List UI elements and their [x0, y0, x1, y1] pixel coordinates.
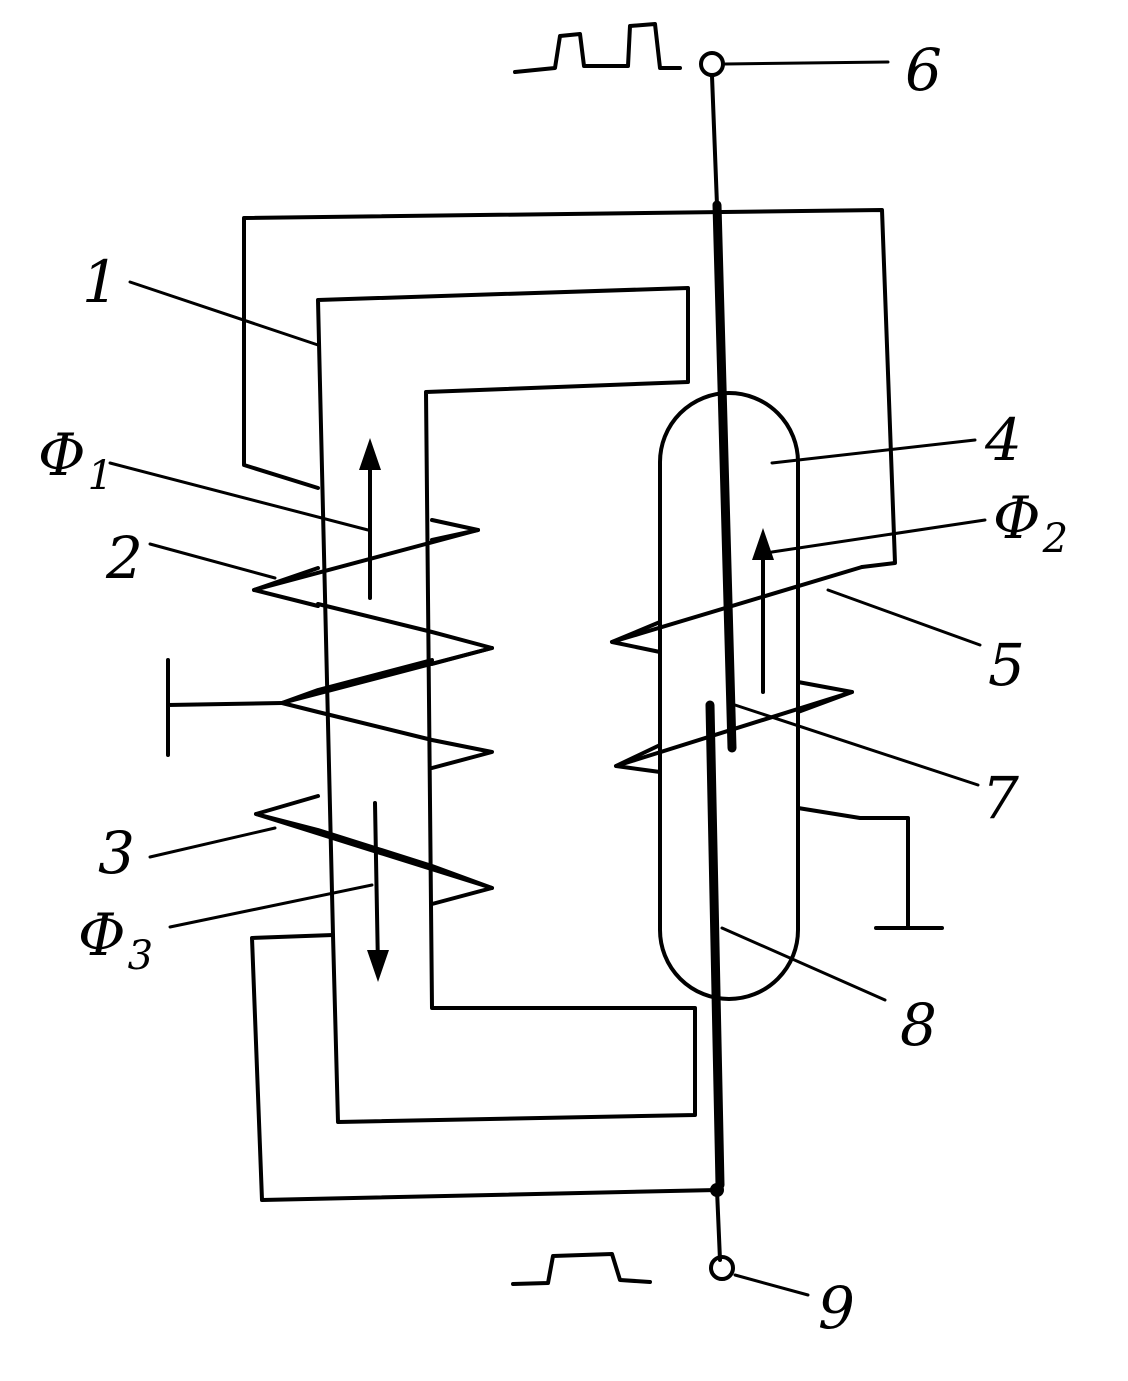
pulse-waveform-input: [513, 22, 682, 74]
label-8: 8: [900, 991, 937, 1059]
winding-2-back: [430, 518, 480, 542]
label-phi1: Φ1: [38, 421, 113, 499]
reed-contact-lower: [705, 700, 725, 1190]
junction-dot: [710, 1183, 724, 1197]
winding-2-coil: [252, 566, 494, 770]
leader-9: [733, 1273, 810, 1297]
terminal-9: [709, 1255, 735, 1281]
label-1: 1: [82, 248, 119, 316]
ground-right: [796, 806, 944, 930]
terminal-lead-bottom: [715, 1188, 722, 1262]
label-4: 4: [984, 406, 1022, 474]
winding-lead-top: [242, 208, 897, 569]
leader-7: [733, 703, 980, 787]
leader-1: [128, 280, 320, 347]
flux-arrow-1: [359, 438, 381, 600]
terminal-6: [699, 51, 725, 77]
flux-arrow-2: [752, 528, 774, 694]
reed-switch-envelope: [658, 391, 800, 1001]
flux-arrow-3: [367, 801, 389, 982]
winding-5-front: [610, 565, 864, 768]
label-7: 7: [982, 764, 1019, 832]
leader-5: [826, 588, 982, 647]
label-phi2: Φ2: [993, 484, 1068, 562]
leader-4: [770, 438, 977, 465]
pulse-waveform-output: [511, 1252, 652, 1286]
label-5: 5: [988, 631, 1025, 699]
label-3: 3: [98, 819, 135, 887]
magnetic-core: [316, 286, 697, 1124]
label-2: 2: [105, 524, 143, 592]
winding-lead-bottom: [250, 933, 719, 1202]
leader-3: [148, 826, 277, 859]
label-phi3: Φ3: [78, 901, 153, 979]
leader-phi1: [108, 461, 370, 532]
leader-phi3: [168, 883, 374, 929]
leader-2: [148, 542, 277, 580]
label-9: 9: [818, 1274, 855, 1342]
leader-8: [720, 926, 887, 1002]
reed-contact-upper: [712, 200, 737, 753]
label-6: 6: [905, 36, 942, 104]
leader-phi2: [770, 518, 987, 554]
leader-6: [723, 60, 890, 66]
terminal-lead-top: [710, 74, 719, 207]
ground-left: [166, 658, 284, 757]
